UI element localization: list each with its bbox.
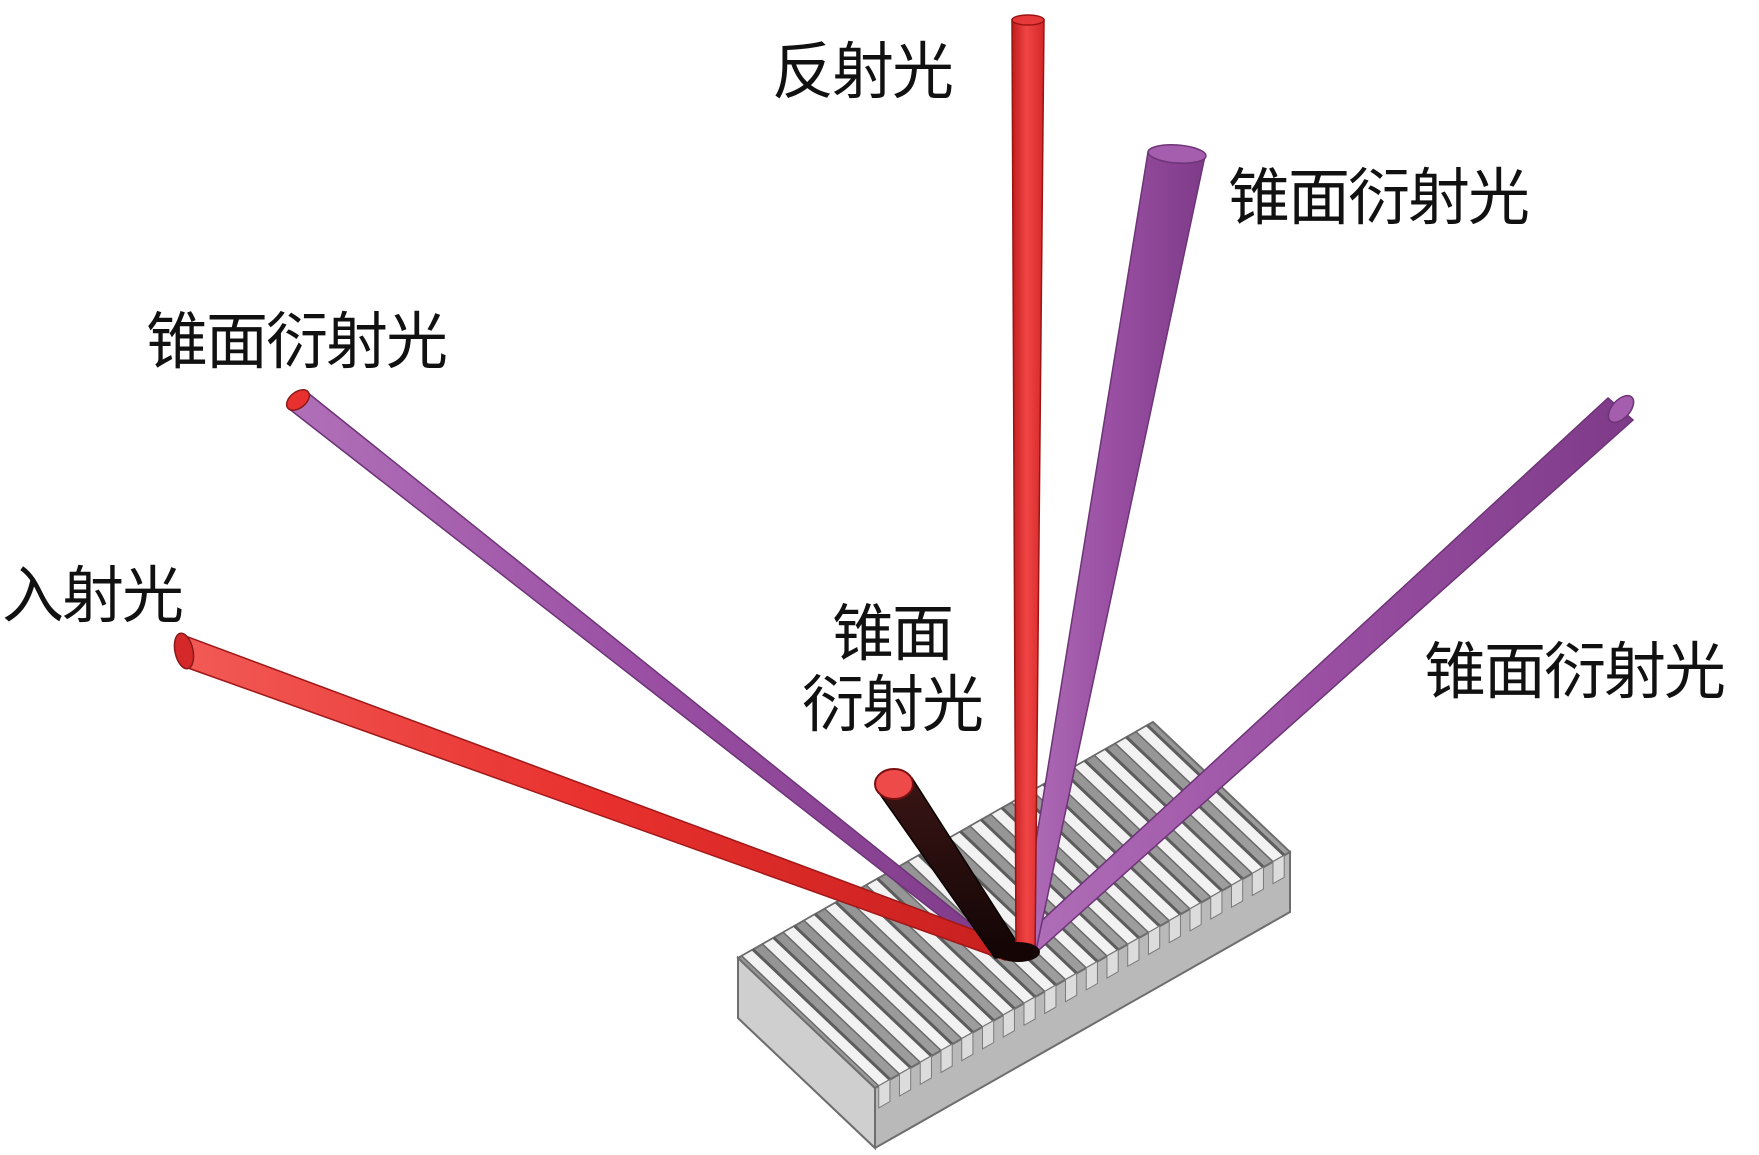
grating-ridge-shadow: [772, 936, 912, 1069]
grating-ridge-end: [1064, 972, 1078, 1003]
grating-ridge-end: [1127, 937, 1140, 968]
beam-end-cap: [874, 768, 914, 800]
beam-end-cap: [1147, 144, 1207, 164]
grating-ridge-end: [981, 1019, 995, 1050]
grating-ridge-end: [1251, 866, 1264, 897]
label-conical-diffraction-center-line2: 衍射光: [801, 668, 984, 742]
beam-end-cap: [285, 389, 311, 411]
grating-ridge-end: [1002, 1007, 1015, 1038]
grating-ridge-end: [961, 1031, 974, 1062]
grating-ridge-shadow: [751, 948, 891, 1081]
incidence-point: [996, 942, 1040, 962]
grating-ridge-end: [898, 1066, 912, 1097]
grating-ridge-end: [1168, 913, 1181, 944]
grating-ridge-shadow: [834, 901, 974, 1034]
grating-ridge-shadow: [793, 924, 933, 1057]
label-incident-light: 入射光: [2, 559, 184, 632]
grating-ridge-end: [919, 1055, 932, 1086]
grating-ridge-end: [1272, 854, 1285, 885]
grating-ridge-end: [1085, 960, 1098, 991]
beam-end-cap: [1607, 394, 1635, 424]
label-conical-diffraction-center: 锥面 衍射光: [782, 598, 1002, 741]
label-conical-diffraction-upper-left: 锥面衍射光: [146, 305, 448, 378]
grating-ridge-end: [1147, 925, 1161, 956]
label-reflected-light: 反射光: [772, 35, 954, 108]
grating-ridge-shadow: [814, 913, 954, 1046]
label-conical-diffraction-top-right: 锥面衍射光: [1228, 161, 1530, 234]
grating-ridge-end: [878, 1078, 891, 1109]
light-beams: [173, 14, 1635, 962]
grating-ridge-end: [1106, 948, 1119, 979]
grating-ridge-end: [940, 1043, 953, 1074]
grating-ridge-end: [1230, 878, 1244, 909]
label-conical-diffraction-center-line1: 锥面: [831, 597, 954, 670]
beam-end-cap: [1011, 14, 1045, 26]
label-conical-diffraction-right: 锥面衍射光: [1424, 635, 1726, 708]
grating-ridge-end: [1210, 889, 1223, 920]
grating-ridge-end: [1044, 984, 1057, 1015]
grating-ridge-end: [1023, 996, 1036, 1027]
grating-ridge-end: [1189, 901, 1202, 932]
grating-ridge-shadow: [876, 877, 1016, 1010]
beam-end-cap: [173, 632, 195, 670]
